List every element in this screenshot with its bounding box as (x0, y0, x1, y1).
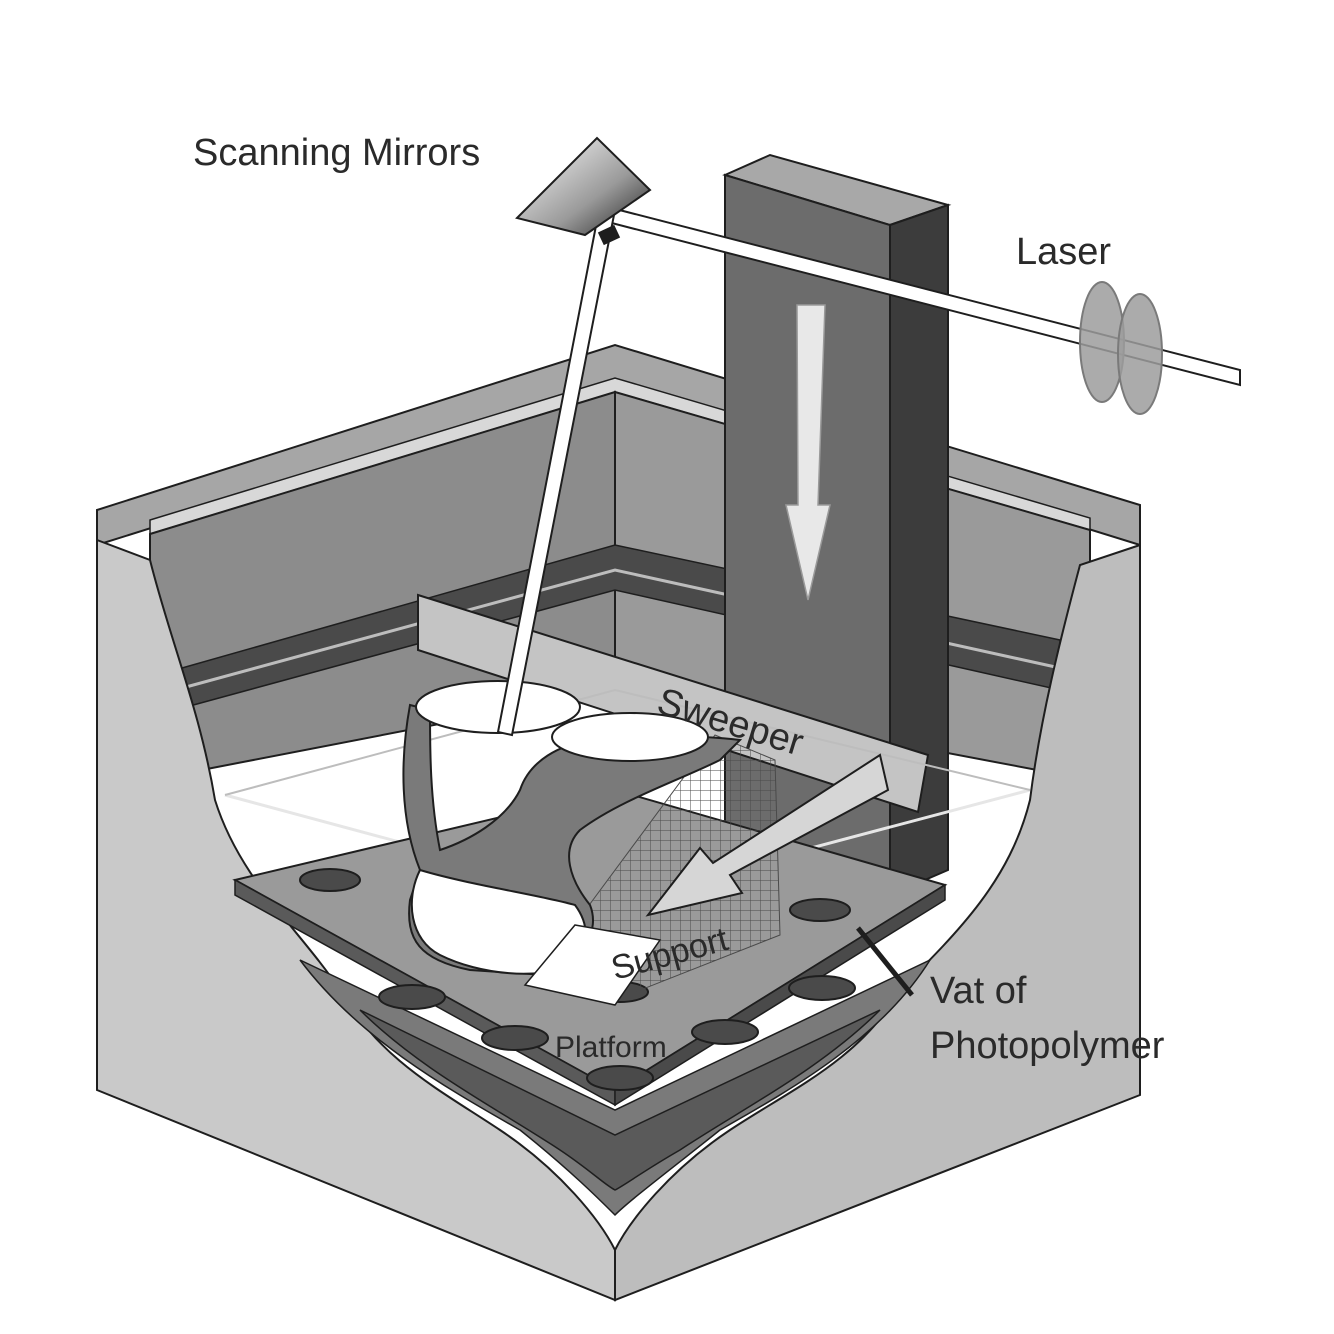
label-laser: Laser (1016, 231, 1111, 273)
vat-pointer-line (856, 926, 914, 997)
label-platform: Platform (555, 1031, 667, 1064)
flow-arrow-icon (645, 753, 890, 917)
printed-part (402, 680, 743, 1006)
laser-lens-icon (1079, 281, 1163, 415)
label-vat-line1: Vat of (930, 970, 1027, 1012)
label-scanning-mirrors: Scanning Mirrors (193, 132, 480, 174)
resin-layers (299, 958, 933, 1217)
scanning-mirror-icon (515, 136, 652, 246)
label-vat-line2: Photopolymer (930, 1025, 1165, 1067)
down-arrow-icon (785, 304, 831, 601)
